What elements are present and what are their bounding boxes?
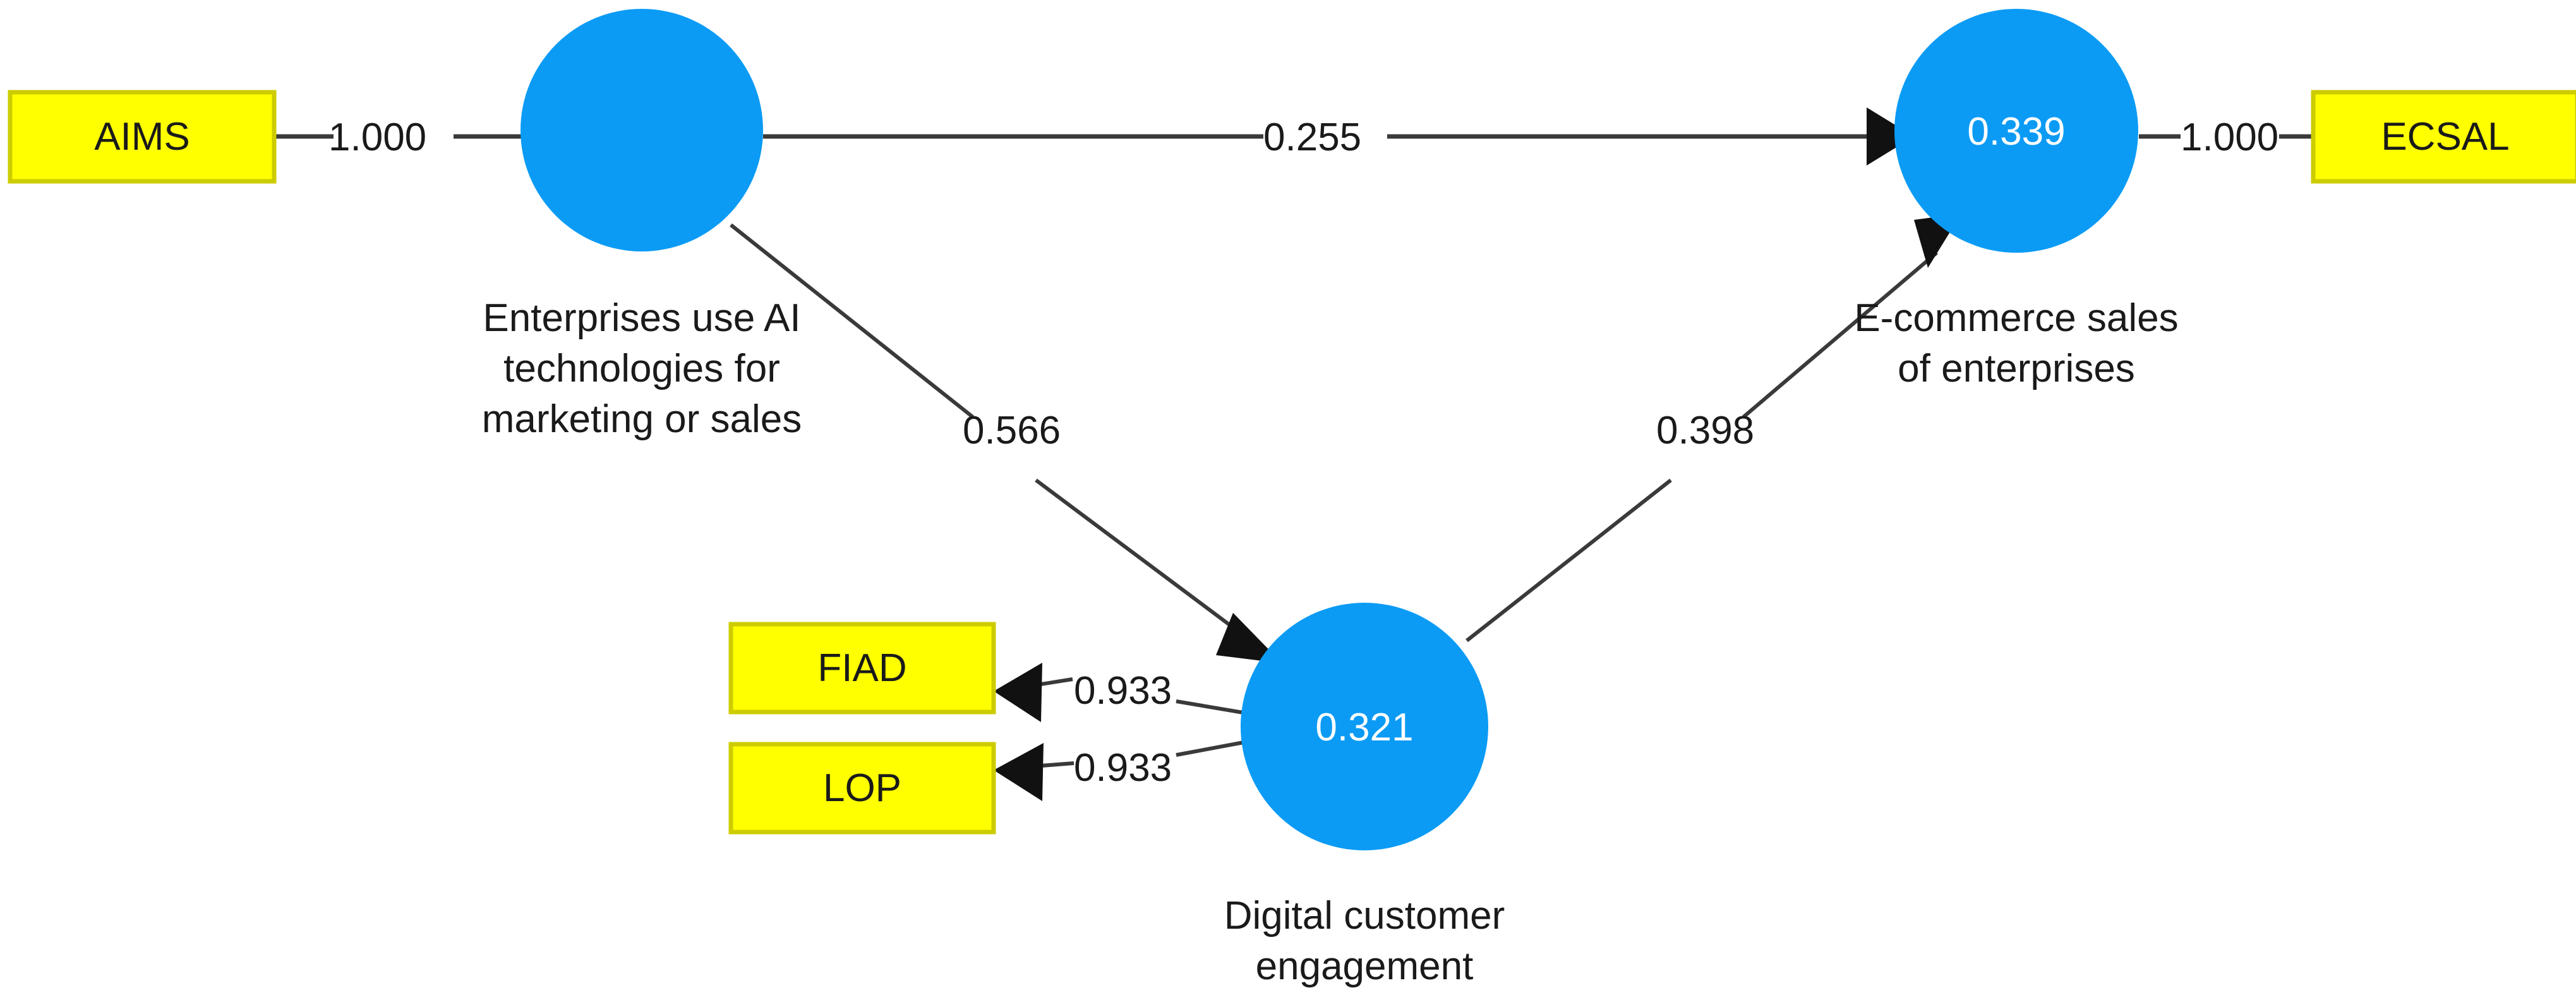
indicator-rect bbox=[8, 90, 277, 184]
edge-label-fiad-loading: 0.933 bbox=[1074, 669, 1172, 713]
edge-label-ai-use-to-digital-engagement: 0.566 bbox=[963, 409, 1061, 452]
indicator-label-ecsal: ECSAL bbox=[2381, 115, 2509, 159]
construct-caption-line-1: Digital customer bbox=[1224, 894, 1505, 938]
construct-node-ecommerce-sales[interactable]: 0.339 E-commerce sales of enterprises bbox=[1854, 9, 2179, 390]
indicator-box-aims[interactable]: AIMS bbox=[8, 90, 277, 184]
edge-digital-engagement-to-lop bbox=[994, 739, 1255, 801]
edge-segment-upper bbox=[730, 223, 974, 419]
indicator-rect bbox=[728, 742, 996, 835]
edge-digital-engagement-to-fiad bbox=[994, 663, 1251, 722]
edge-label-aims-loading: 1.000 bbox=[328, 116, 426, 159]
edge-segment-right bbox=[1176, 739, 1255, 757]
construct-caption-line-2: engagement bbox=[1256, 945, 1474, 988]
construct-circle bbox=[1241, 603, 1488, 850]
indicator-label-fiad: FIAD bbox=[817, 646, 906, 690]
arrowhead-icon bbox=[994, 663, 1042, 722]
indicator-box-fiad[interactable]: FIAD bbox=[728, 622, 996, 715]
indicator-box-lop[interactable]: LOP bbox=[728, 742, 996, 835]
edge-ai-use-to-ecommerce-sales bbox=[763, 107, 1914, 166]
arrowhead-icon bbox=[994, 743, 1044, 801]
construct-caption-line-1: Enterprises use AI bbox=[483, 296, 800, 340]
indicator-label-aims: AIMS bbox=[94, 115, 190, 159]
edge-segment-lower bbox=[1035, 478, 1257, 646]
arrowhead-icon bbox=[1216, 613, 1282, 663]
indicator-rect bbox=[728, 622, 996, 715]
edge-segment-right bbox=[1176, 699, 1251, 716]
construct-circle bbox=[521, 9, 763, 251]
edge-label-ai-use-to-ecommerce-sales: 0.255 bbox=[1263, 116, 1361, 159]
construct-node-ai-use[interactable]: Enterprises use AI technologies for mark… bbox=[482, 9, 802, 441]
indicator-rect bbox=[2311, 90, 2576, 184]
edge-ai-use-to-digital-engagement bbox=[730, 223, 1282, 663]
indicator-box-ecsal[interactable]: ECSAL bbox=[2311, 90, 2576, 184]
construct-node-digital-engagement[interactable]: 0.321 Digital customer engagement bbox=[1224, 603, 1505, 988]
construct-circle bbox=[1894, 9, 2138, 253]
edge-segment-upper bbox=[1742, 251, 1938, 419]
construct-caption-line-2: technologies for bbox=[503, 347, 780, 390]
edge-label-digital-engagement-to-ecommerce-sales: 0.398 bbox=[1656, 409, 1754, 452]
edge-label-ecsal-loading: 1.000 bbox=[2181, 116, 2278, 159]
edge-segment-lower bbox=[1466, 478, 1672, 643]
construct-caption-line-3: marketing or sales bbox=[482, 397, 802, 441]
indicator-label-lop: LOP bbox=[823, 766, 901, 810]
construct-value-digital-engagement: 0.321 bbox=[1315, 706, 1413, 749]
arrowhead-icon bbox=[1867, 107, 1914, 166]
construct-value-ecommerce-sales: 0.339 bbox=[1967, 110, 2065, 154]
construct-caption-line-2: of enterprises bbox=[1898, 347, 2135, 390]
edge-label-lop-loading: 0.933 bbox=[1074, 746, 1172, 790]
construct-caption-line-1: E-commerce sales bbox=[1854, 296, 2178, 340]
